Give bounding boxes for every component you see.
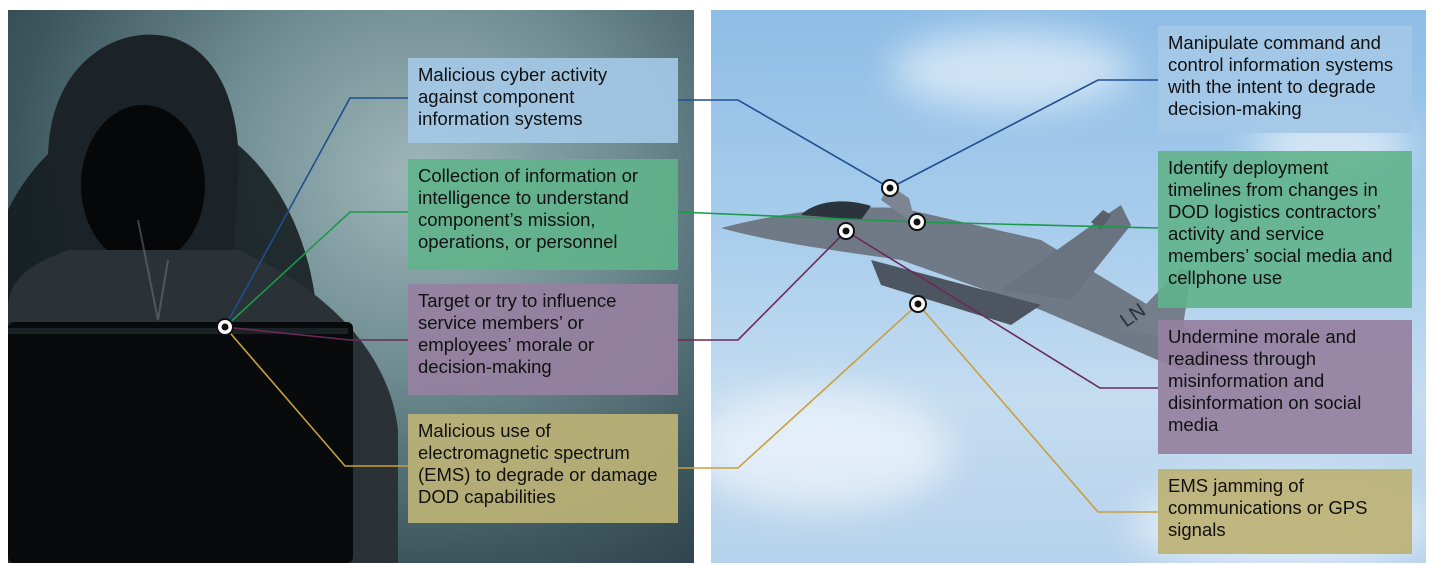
connector-line-jamming bbox=[917, 303, 1158, 513]
connector-line-command bbox=[889, 79, 1158, 189]
callout-ems-jamming: EMS jamming of communications or GPS sig… bbox=[1158, 469, 1412, 554]
callout-manipulate-command-and-control: Manipulate command and control informati… bbox=[1158, 26, 1412, 133]
callout-target-influence-morale: Target or try to influence service membe… bbox=[408, 284, 678, 395]
callout-malicious-cyber-activity: Malicious cyber activity against compone… bbox=[408, 58, 678, 143]
callout-undermine-morale: Undermine morale and readiness through m… bbox=[1158, 320, 1412, 454]
connector-line-ems-right bbox=[678, 303, 919, 469]
hooded-hacker-illustration bbox=[8, 34, 398, 563]
connector-line-morale bbox=[845, 230, 1158, 389]
callout-malicious-use-of-ems: Malicious use of electromagnetic spectru… bbox=[408, 414, 678, 523]
connector-line-influence bbox=[224, 326, 408, 341]
callout-collection-of-information: Collection of information or intelligenc… bbox=[408, 159, 678, 270]
connector-markers bbox=[216, 179, 927, 336]
connector-line-collection bbox=[224, 211, 408, 328]
connector-line-ems bbox=[224, 326, 408, 467]
connector-line-cyber bbox=[224, 97, 408, 328]
connector-line-cmd-from-left bbox=[678, 99, 891, 189]
callout-identify-deployment-timelines: Identify deployment timelines from chang… bbox=[1158, 151, 1412, 308]
connector-line-influence-right bbox=[678, 230, 847, 341]
